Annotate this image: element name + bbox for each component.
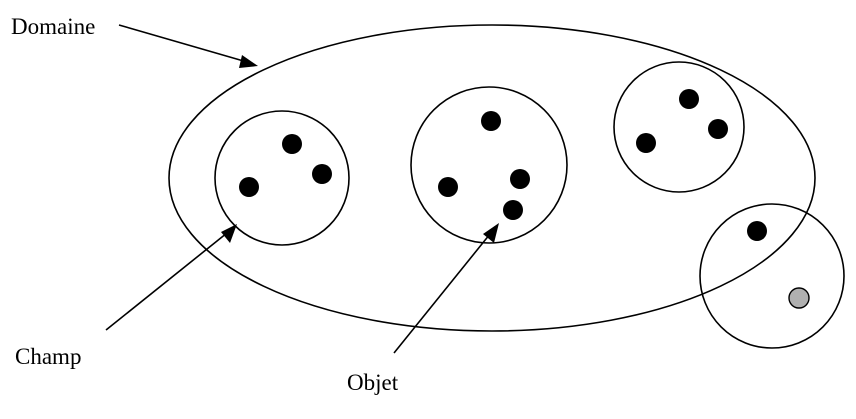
champ-circle-3	[613, 61, 745, 193]
objet-dot	[636, 133, 656, 153]
champ-circle-4	[699, 203, 845, 349]
champ-arrow-line	[105, 232, 228, 331]
objet-dot	[312, 164, 332, 184]
champ-label: Champ	[15, 344, 81, 369]
special-objet-dot	[788, 287, 810, 309]
objet-dot	[503, 200, 523, 220]
objet-arrowhead	[483, 223, 499, 243]
domaine-ellipse	[168, 24, 816, 332]
objet-dot	[481, 111, 501, 131]
objet-dot	[679, 89, 699, 109]
domaine-arrowhead	[239, 55, 258, 68]
objet-dot	[438, 177, 458, 197]
champ-circle-1	[214, 110, 350, 246]
objet-dot	[510, 169, 530, 189]
objet-label: Objet	[347, 370, 399, 395]
objet-arrow-line	[393, 233, 491, 354]
objet-dot	[239, 177, 259, 197]
domaine-arrow-line	[118, 24, 248, 63]
domaine-label: Domaine	[11, 14, 95, 39]
objet-dot	[282, 134, 302, 154]
objet-dot	[708, 119, 728, 139]
champ-circle-2	[410, 86, 568, 244]
champ-arrowhead	[221, 224, 237, 243]
objet-dot	[747, 221, 767, 241]
